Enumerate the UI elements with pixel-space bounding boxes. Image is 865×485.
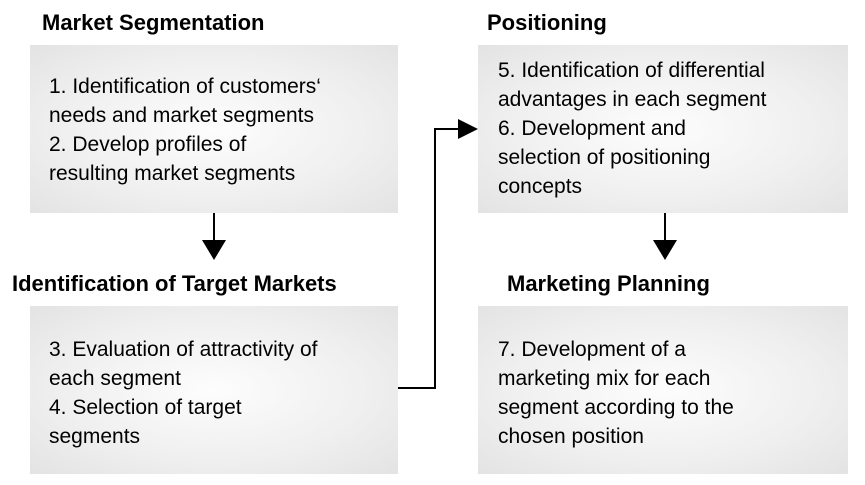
arrow-down-segmentation-to-targets	[202, 213, 226, 260]
heading-market-segmentation: Market Segmentation	[42, 10, 265, 35]
box-target-markets	[30, 306, 398, 474]
target-markets-line: each segment	[49, 367, 181, 390]
marketing-planning-line: segment according to the	[498, 396, 734, 419]
market-segmentation-text: 1. Identification of customers‘ needs an…	[49, 72, 321, 188]
positioning-line: 6. Development and	[498, 117, 686, 140]
box-positioning	[478, 45, 848, 213]
market-segmentation-line: 1. Identification of customers‘	[49, 75, 321, 98]
arrow-elbow-targets-to-positioning	[398, 119, 478, 389]
target-markets-text: 3. Evaluation of attractivity of each se…	[49, 335, 317, 451]
positioning-line: concepts	[498, 175, 583, 198]
market-segmentation-line: resulting market segments	[49, 162, 296, 185]
positioning-text: 5. Identification of differential advant…	[498, 56, 767, 201]
marketing-planning-line: 7. Development of a	[498, 338, 686, 361]
arrow-down-positioning-to-planning	[653, 213, 677, 260]
target-markets-line: 4. Selection of target	[49, 396, 242, 419]
marketing-planning-line: marketing mix for each	[498, 367, 711, 390]
box-market-segmentation	[30, 45, 398, 213]
market-segmentation-line: needs and market segments	[49, 104, 314, 127]
target-markets-line: segments	[49, 425, 141, 448]
positioning-line: advantages in each segment	[498, 88, 767, 111]
market-segmentation-line: 2. Develop profiles of	[49, 133, 247, 156]
marketing-planning-text: 7. Development of a marketing mix for ea…	[498, 335, 734, 451]
positioning-line: 5. Identification of differential	[498, 59, 765, 82]
positioning-line: selection of positioning	[498, 146, 711, 169]
target-markets-line: 3. Evaluation of attractivity of	[49, 338, 318, 361]
marketing-planning-line: chosen position	[498, 425, 644, 448]
box-marketing-planning	[478, 306, 848, 474]
heading-target-markets: Identification of Target Markets	[12, 271, 337, 296]
heading-positioning: Positioning	[487, 10, 607, 35]
heading-marketing-planning: Marketing Planning	[507, 271, 710, 296]
